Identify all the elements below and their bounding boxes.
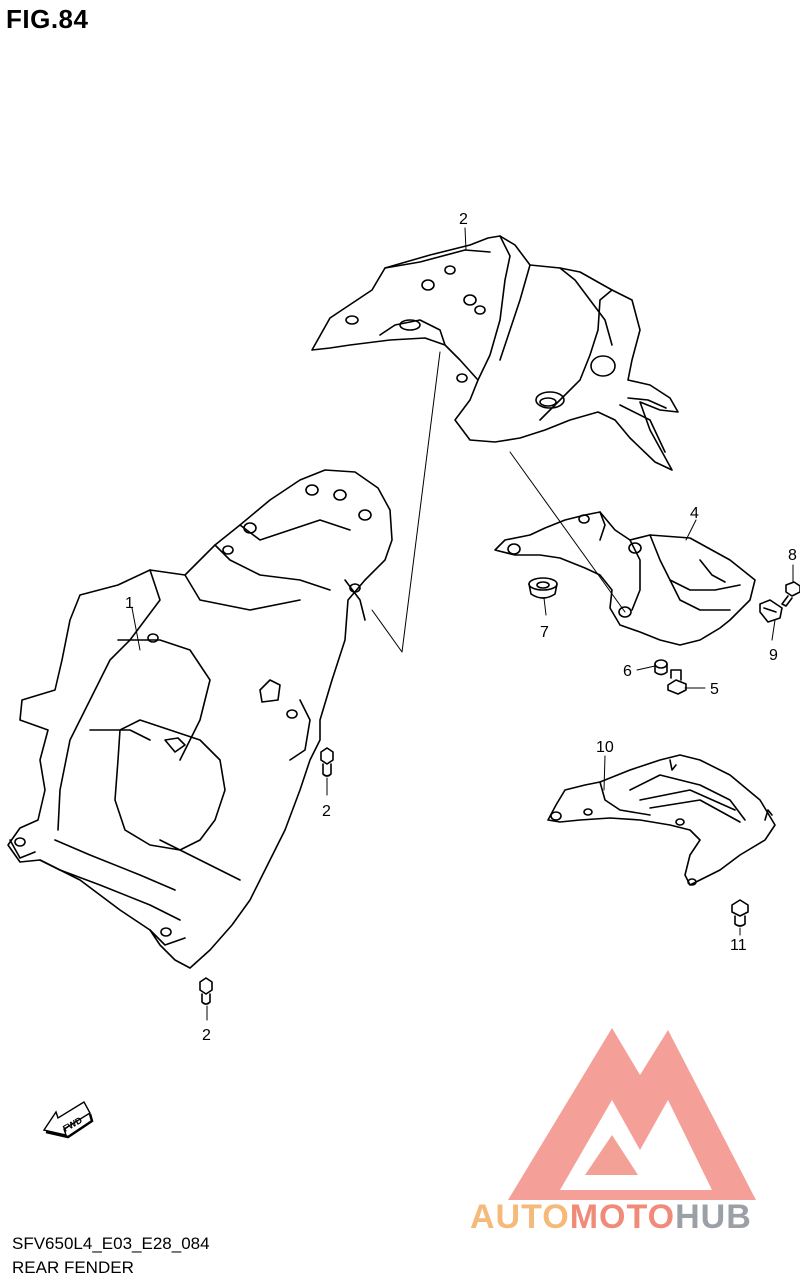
callout-11: 11 <box>730 937 747 954</box>
alignment-lines <box>371 351 626 653</box>
callout-leaders <box>131 227 794 1021</box>
part-4-bracket <box>494 511 756 646</box>
callout-5: 5 <box>710 681 719 698</box>
part-3-rear-fender-upper <box>311 235 679 471</box>
watermark-logo-icon <box>508 1028 756 1200</box>
part-9-clip-nut <box>759 599 783 623</box>
callout-10: 10 <box>596 739 614 756</box>
figure-title: FIG.84 <box>6 4 89 34</box>
watermark-text: AUTOMOTOHUB <box>470 1198 752 1236</box>
callout-9: 9 <box>769 647 778 664</box>
part-6-collar <box>654 659 668 676</box>
model-code: SFV650L4_E03_E28_084 <box>12 1234 210 1253</box>
part-1-rear-fender <box>7 469 393 969</box>
part-8-screw <box>781 581 800 607</box>
part-7-grommet <box>528 577 558 599</box>
part-10-license-bracket <box>547 754 776 886</box>
part-2-bolt-upper <box>320 747 334 777</box>
callout-6: 6 <box>623 663 632 680</box>
callout-4: 4 <box>690 505 699 522</box>
callout-7: 7 <box>540 624 549 641</box>
callout-2-lower: 2 <box>202 1027 211 1044</box>
callout-3: 2 <box>459 211 468 228</box>
callout-8: 8 <box>788 547 797 564</box>
part-2-bolt-lower <box>199 977 213 1005</box>
section-name: REAR FENDER <box>12 1258 134 1277</box>
part-5-bolt <box>667 669 687 695</box>
callout-2-upper: 2 <box>322 803 331 820</box>
callout-1: 1 <box>125 595 134 612</box>
part-11-screw <box>731 899 749 927</box>
fwd-arrow: FWD <box>42 1101 94 1139</box>
callout-labels: 2 1 4 8 7 6 5 9 2 2 10 11 <box>125 211 797 1044</box>
